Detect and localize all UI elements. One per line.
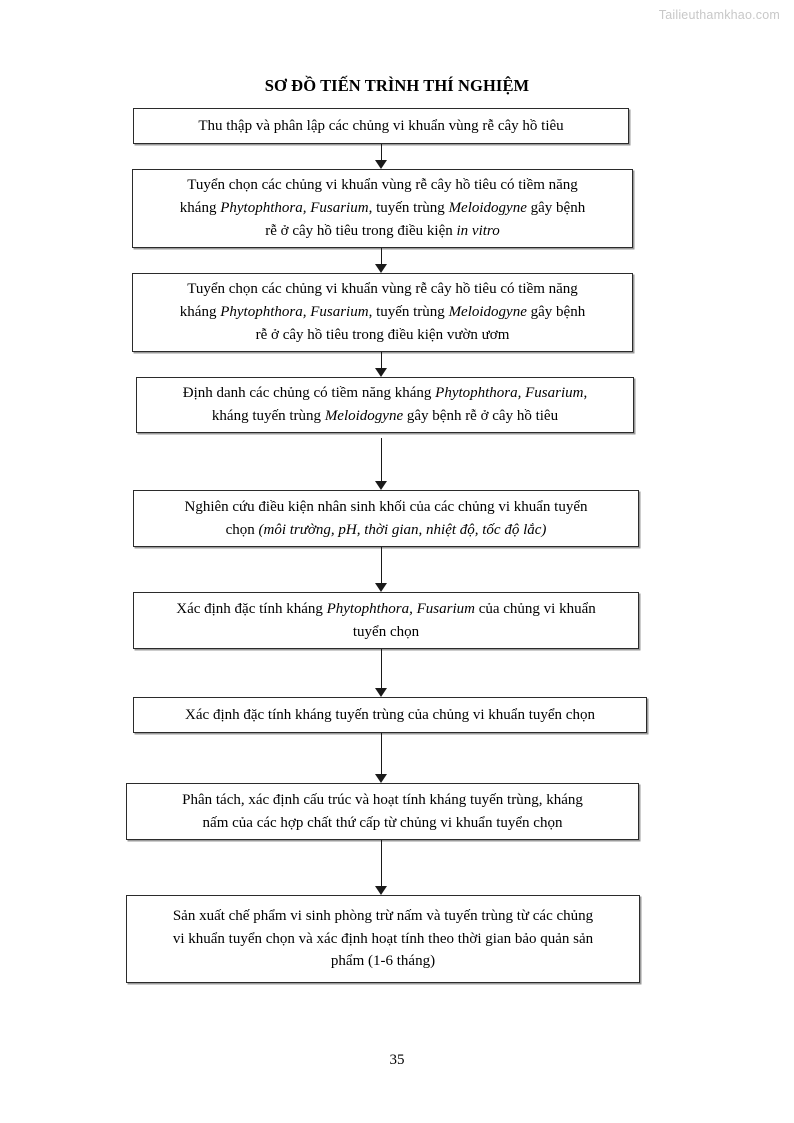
flow-node-text: Nghiên cứu điều kiện nhân sinh khối của …	[184, 498, 588, 538]
watermark-text: Tailieuthamkhao.com	[658, 8, 780, 22]
connector-stem	[381, 840, 383, 886]
connector-stem	[381, 733, 383, 774]
connector-5-to-6	[375, 547, 388, 592]
flow-node-text: Tuyển chọn các chủng vi khuẩn vùng rễ câ…	[179, 281, 586, 343]
arrowhead-icon	[375, 886, 387, 895]
connector-3-to-4	[375, 352, 388, 377]
flow-node-text: Tuyển chọn các chủng vi khuẩn vùng rễ câ…	[179, 177, 586, 239]
arrowhead-icon	[375, 264, 387, 273]
connector-stem	[381, 438, 383, 481]
connector-stem	[381, 547, 383, 583]
arrowhead-icon	[375, 583, 387, 592]
flow-node-text: Phân tách, xác định cấu trúc và hoạt tín…	[182, 791, 583, 831]
connector-stem	[381, 144, 383, 160]
flow-node-xac-dinh-khang-nam: Xác định đặc tính kháng Phytophthora, Fu…	[133, 592, 639, 649]
page-number: 35	[389, 1052, 405, 1068]
flow-node-text: Sản xuất chế phẩm vi sinh phòng trừ nấm …	[172, 907, 594, 970]
connector-6-to-7	[375, 649, 388, 697]
connector-2-to-3	[375, 248, 388, 273]
arrowhead-icon	[375, 481, 387, 490]
flow-node-text: Định danh các chủng có tiềm năng kháng P…	[182, 385, 588, 424]
flow-node-text: Xác định đặc tính kháng tuyến trùng của …	[185, 706, 595, 723]
flow-node-tuyen-chon-vuon-uom: Tuyển chọn các chủng vi khuẩn vùng rễ câ…	[132, 273, 633, 352]
flow-node-thu-thap-phan-lap: Thu thập và phân lập các chủng vi khuẩn …	[133, 108, 629, 144]
flow-node-text: Xác định đặc tính kháng Phytophthora, Fu…	[176, 600, 596, 640]
flow-node-tuyen-chon-in-vitro: Tuyển chọn các chủng vi khuẩn vùng rễ câ…	[132, 169, 633, 248]
page-title: SƠ ĐỒ TIẾN TRÌNH THÍ NGHIỆM	[264, 76, 530, 95]
flow-node-text: Thu thập và phân lập các chủng vi khuẩn …	[198, 117, 564, 134]
flow-node-xac-dinh-khang-tuyen-trung: Xác định đặc tính kháng tuyến trùng của …	[133, 697, 647, 733]
connector-stem	[381, 248, 383, 264]
flow-node-san-xuat-che-pham: Sản xuất chế phẩm vi sinh phòng trừ nấm …	[126, 895, 640, 983]
connector-1-to-2	[375, 144, 388, 169]
flow-node-phan-tach-cau-truc-hop-chat: Phân tách, xác định cấu trúc và hoạt tín…	[126, 783, 639, 840]
arrowhead-icon	[375, 688, 387, 697]
connector-stem	[381, 649, 383, 688]
connector-stem	[381, 352, 383, 368]
arrowhead-icon	[375, 774, 387, 783]
connector-8-to-9	[375, 840, 388, 895]
connector-7-to-8	[375, 733, 388, 783]
flow-node-nghien-cuu-nhan-sinh-khoi: Nghiên cứu điều kiện nhân sinh khối của …	[133, 490, 639, 547]
connector-4-to-5	[375, 438, 388, 490]
arrowhead-icon	[375, 368, 387, 377]
flow-node-dinh-danh-chung: Định danh các chủng có tiềm năng kháng P…	[136, 377, 634, 433]
arrowhead-icon	[375, 160, 387, 169]
